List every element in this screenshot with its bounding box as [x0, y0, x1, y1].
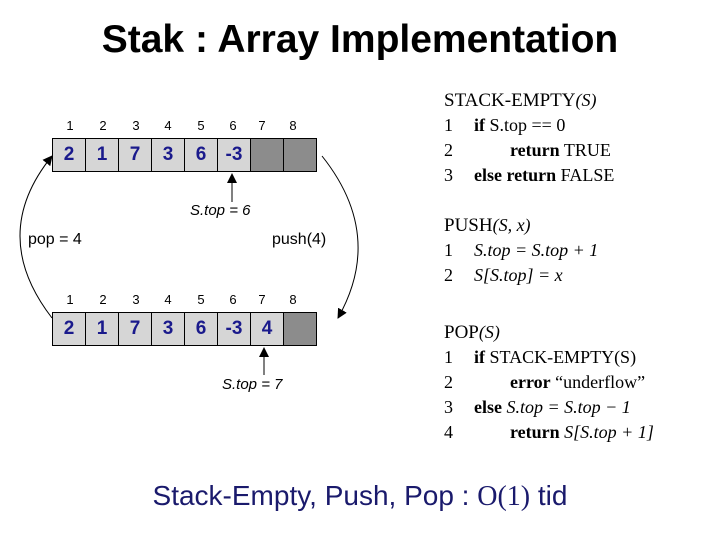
array-cell: 6: [184, 138, 218, 172]
index-label: 3: [132, 292, 140, 307]
top-pointer-label: S.top = 6: [190, 202, 251, 219]
complexity-footer: Stack-Empty, Push, Pop : O(1) tid: [0, 480, 720, 513]
code-text: S.top = S.top − 1: [501, 397, 631, 417]
push-header: PUSH: [444, 215, 493, 236]
array-cell: 2: [52, 138, 86, 172]
line-number: 2: [444, 372, 453, 392]
line-number: 3: [444, 165, 453, 185]
line-number: 2: [444, 265, 453, 285]
pop-args: (S): [478, 322, 500, 342]
array-cell: 6: [184, 312, 218, 346]
keyword: else: [474, 397, 502, 417]
array-cell: 1: [85, 312, 119, 346]
index-label: 8: [289, 118, 297, 133]
code-text: S.top = S.top + 1: [474, 240, 599, 260]
array-cell: 2: [52, 312, 86, 346]
index-label: 5: [197, 118, 205, 133]
bottom-array: 2 1 7 3 6 -3 4: [52, 312, 317, 346]
line-number: 1: [444, 347, 453, 367]
line-number: 2: [444, 140, 453, 160]
array-cell-empty: [283, 312, 317, 346]
index-label: 6: [229, 292, 237, 307]
line-number: 3: [444, 397, 453, 417]
stack-empty-procedure: STACK-EMPTY(S) 1 if S.top == 0 2 return TR…: [444, 90, 614, 190]
index-label: 4: [164, 292, 172, 307]
footer-text: Stack-Empty, Push, Pop :: [152, 480, 478, 511]
push-args: (S, x): [492, 215, 531, 235]
code-text: FALSE: [556, 165, 615, 185]
keyword: if: [474, 347, 485, 367]
footer-complexity: O(1): [477, 481, 531, 512]
pop-label: pop = 4: [28, 231, 82, 248]
index-label: 2: [99, 292, 107, 307]
stack-empty-args: (S): [575, 90, 597, 110]
keyword: return: [510, 140, 560, 160]
bottom-pointer-label: S.top = 7: [222, 376, 283, 393]
slide-title: Stak : Array Implementation: [101, 18, 619, 61]
index-label: 3: [132, 118, 140, 133]
line-number: 4: [444, 422, 453, 442]
array-cell-empty: [283, 138, 317, 172]
push-label: push(4): [272, 231, 327, 248]
footer-tail: tid: [530, 480, 568, 511]
push-arrow: [321, 155, 359, 319]
code-text: S[S.top] = x: [474, 265, 563, 285]
keyword: return: [510, 422, 560, 442]
pop-header: POP: [444, 322, 479, 343]
stack-empty-header: STACK-EMPTY: [444, 90, 576, 111]
code-text: S[S.top + 1]: [559, 422, 654, 442]
pop-procedure: POP(S) 1 if STACK-EMPTY(S) 2 error “underf…: [444, 322, 654, 447]
code-text: “underflow”: [550, 372, 646, 392]
keyword: if: [474, 115, 485, 135]
index-label: 1: [66, 292, 74, 307]
index-label: 5: [197, 292, 205, 307]
array-cell: 7: [118, 138, 152, 172]
index-label: 4: [164, 118, 172, 133]
index-label: 2: [99, 118, 107, 133]
array-cell: -3: [217, 312, 251, 346]
index-label: 7: [258, 118, 266, 133]
index-label: 7: [258, 292, 266, 307]
code-text: STACK-EMPTY(S): [485, 347, 637, 367]
code-text: TRUE: [559, 140, 611, 160]
index-label: 1: [66, 118, 74, 133]
index-label: 8: [289, 292, 297, 307]
pop-arrow: [19, 155, 53, 319]
line-number: 1: [444, 240, 453, 260]
push-procedure: PUSH(S, x) 1 S.top = S.top + 1 2 S[S.top] …: [444, 215, 598, 290]
code-text: S.top == 0: [485, 115, 566, 135]
array-cell: -3: [217, 138, 251, 172]
index-label: 6: [229, 118, 237, 133]
array-cell-empty: [250, 138, 284, 172]
line-number: 1: [444, 115, 453, 135]
keyword: else return: [474, 165, 557, 185]
top-array: 2 1 7 3 6 -3: [52, 138, 317, 172]
keyword: error: [510, 372, 551, 392]
